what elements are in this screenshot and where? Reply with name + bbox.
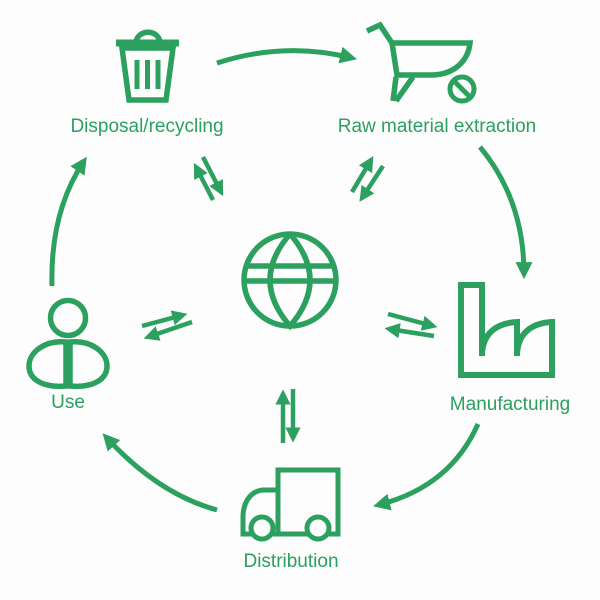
exchange-globe-distribution bbox=[275, 389, 301, 443]
arrow-use-to-disposal bbox=[49, 156, 87, 287]
arrow-distribution-to-use bbox=[102, 433, 218, 513]
wheelbarrow-icon bbox=[365, 21, 477, 104]
globe-icon bbox=[241, 231, 339, 331]
truck-icon bbox=[240, 467, 341, 542]
exchange-globe-raw bbox=[350, 156, 385, 202]
exchange-globe-manufacturing bbox=[384, 311, 438, 339]
arrow-manufacturing-to-distribution bbox=[373, 422, 481, 511]
person-icon bbox=[26, 297, 110, 390]
label-use: Use bbox=[51, 392, 85, 413]
label-distribution: Distribution bbox=[243, 551, 339, 572]
trash-icon bbox=[116, 29, 179, 103]
arrow-disposal-to-raw bbox=[216, 46, 357, 66]
arrow-raw-to-manufacturing bbox=[478, 145, 533, 280]
factory-icon bbox=[458, 282, 555, 378]
exchange-arrows bbox=[141, 155, 438, 443]
label-manufacturing: Manufacturing bbox=[449, 394, 571, 415]
cycle-arrows bbox=[49, 46, 533, 513]
label-disposal-recycling: Disposal/recycling bbox=[70, 116, 224, 137]
label-raw-material-extraction: Raw material extraction bbox=[337, 116, 537, 137]
exchange-globe-disposal bbox=[193, 155, 224, 202]
exchange-globe-use bbox=[141, 310, 193, 341]
